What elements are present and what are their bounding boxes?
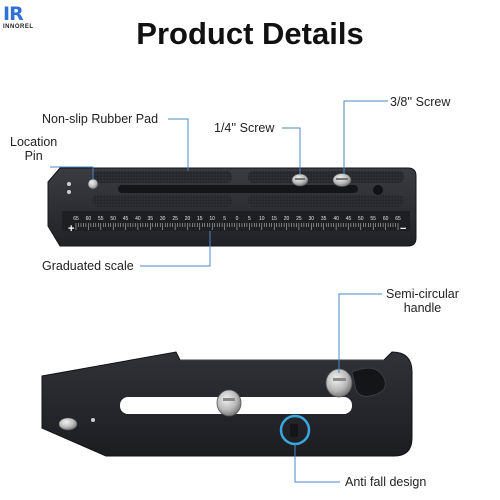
scale-tick-label: 45 (123, 216, 129, 222)
label-semi-circular-handle: Semi-circular handle (386, 287, 459, 315)
scale-tick-label: 25 (172, 216, 178, 222)
rubber-pad (92, 195, 232, 207)
brand-logo: IR (3, 3, 24, 25)
bottom-quarter-screw (216, 389, 242, 417)
bottom-location-pin (58, 417, 78, 431)
scale-strip (62, 211, 410, 231)
scale-plus-sign: + (68, 223, 74, 235)
scale-tick-label: 5 (223, 216, 226, 222)
plate-slot (118, 185, 358, 193)
scale-tick-label: 30 (160, 216, 166, 222)
scale-tick-label: 25 (296, 216, 302, 222)
rubber-pad (92, 171, 232, 183)
bottom-three-eighths-screw (325, 368, 353, 398)
scale-tick-label: 20 (284, 216, 290, 222)
bottom-plate (41, 351, 413, 457)
scale-tick-label: 45 (346, 216, 352, 222)
scale-tick-label: 20 (185, 216, 191, 222)
label-graduated-scale: Graduated scale (42, 259, 134, 273)
scale-tick-label: 65 (395, 216, 401, 222)
page-title: Product Details (136, 16, 364, 51)
label-rubber-pad: Non-slip Rubber Pad (42, 112, 159, 126)
scale-tick-label: 50 (358, 216, 364, 222)
scale-tick-label: 35 (321, 216, 327, 222)
scale-tick-label: 15 (271, 216, 277, 222)
scale-tick-label: 0 (236, 216, 239, 222)
scale-tick-label: 10 (259, 216, 265, 222)
scale-tick-label: 60 (86, 216, 92, 222)
scale-minus-sign: − (400, 223, 406, 235)
scale-tick-label: 55 (98, 216, 104, 222)
callout-lines-top (50, 100, 388, 267)
rubber-pad (248, 171, 404, 183)
scale-tick-label: 10 (209, 216, 215, 222)
scale-tick-label: 40 (135, 216, 141, 222)
scale-tick-label: 40 (333, 216, 339, 222)
scale-tick-label: 60 (383, 216, 389, 222)
label-three-eighths-screw: 3/8'' Screw (390, 95, 451, 109)
scale-tick-label: 35 (148, 216, 154, 222)
scale-tick-label: 15 (197, 216, 203, 222)
callout-lines-bottom (294, 293, 382, 483)
rubber-pad (248, 195, 404, 207)
label-quarter-inch-screw: 1/4'' Screw (214, 121, 275, 135)
scale-tick-label: 50 (110, 216, 116, 222)
semi-circular-handle (351, 367, 386, 397)
scale-tick-label: 5 (248, 216, 251, 222)
location-pin (87, 178, 99, 190)
scale-tick-label: 30 (309, 216, 315, 222)
scale-tick-label: 65 (73, 216, 79, 222)
scale-tick-label: 55 (370, 216, 376, 222)
label-anti-fall-design: Anti fall design (345, 475, 427, 489)
label-location-pin: Location Pin (10, 135, 58, 163)
brand-name: INNOREL (3, 24, 34, 30)
